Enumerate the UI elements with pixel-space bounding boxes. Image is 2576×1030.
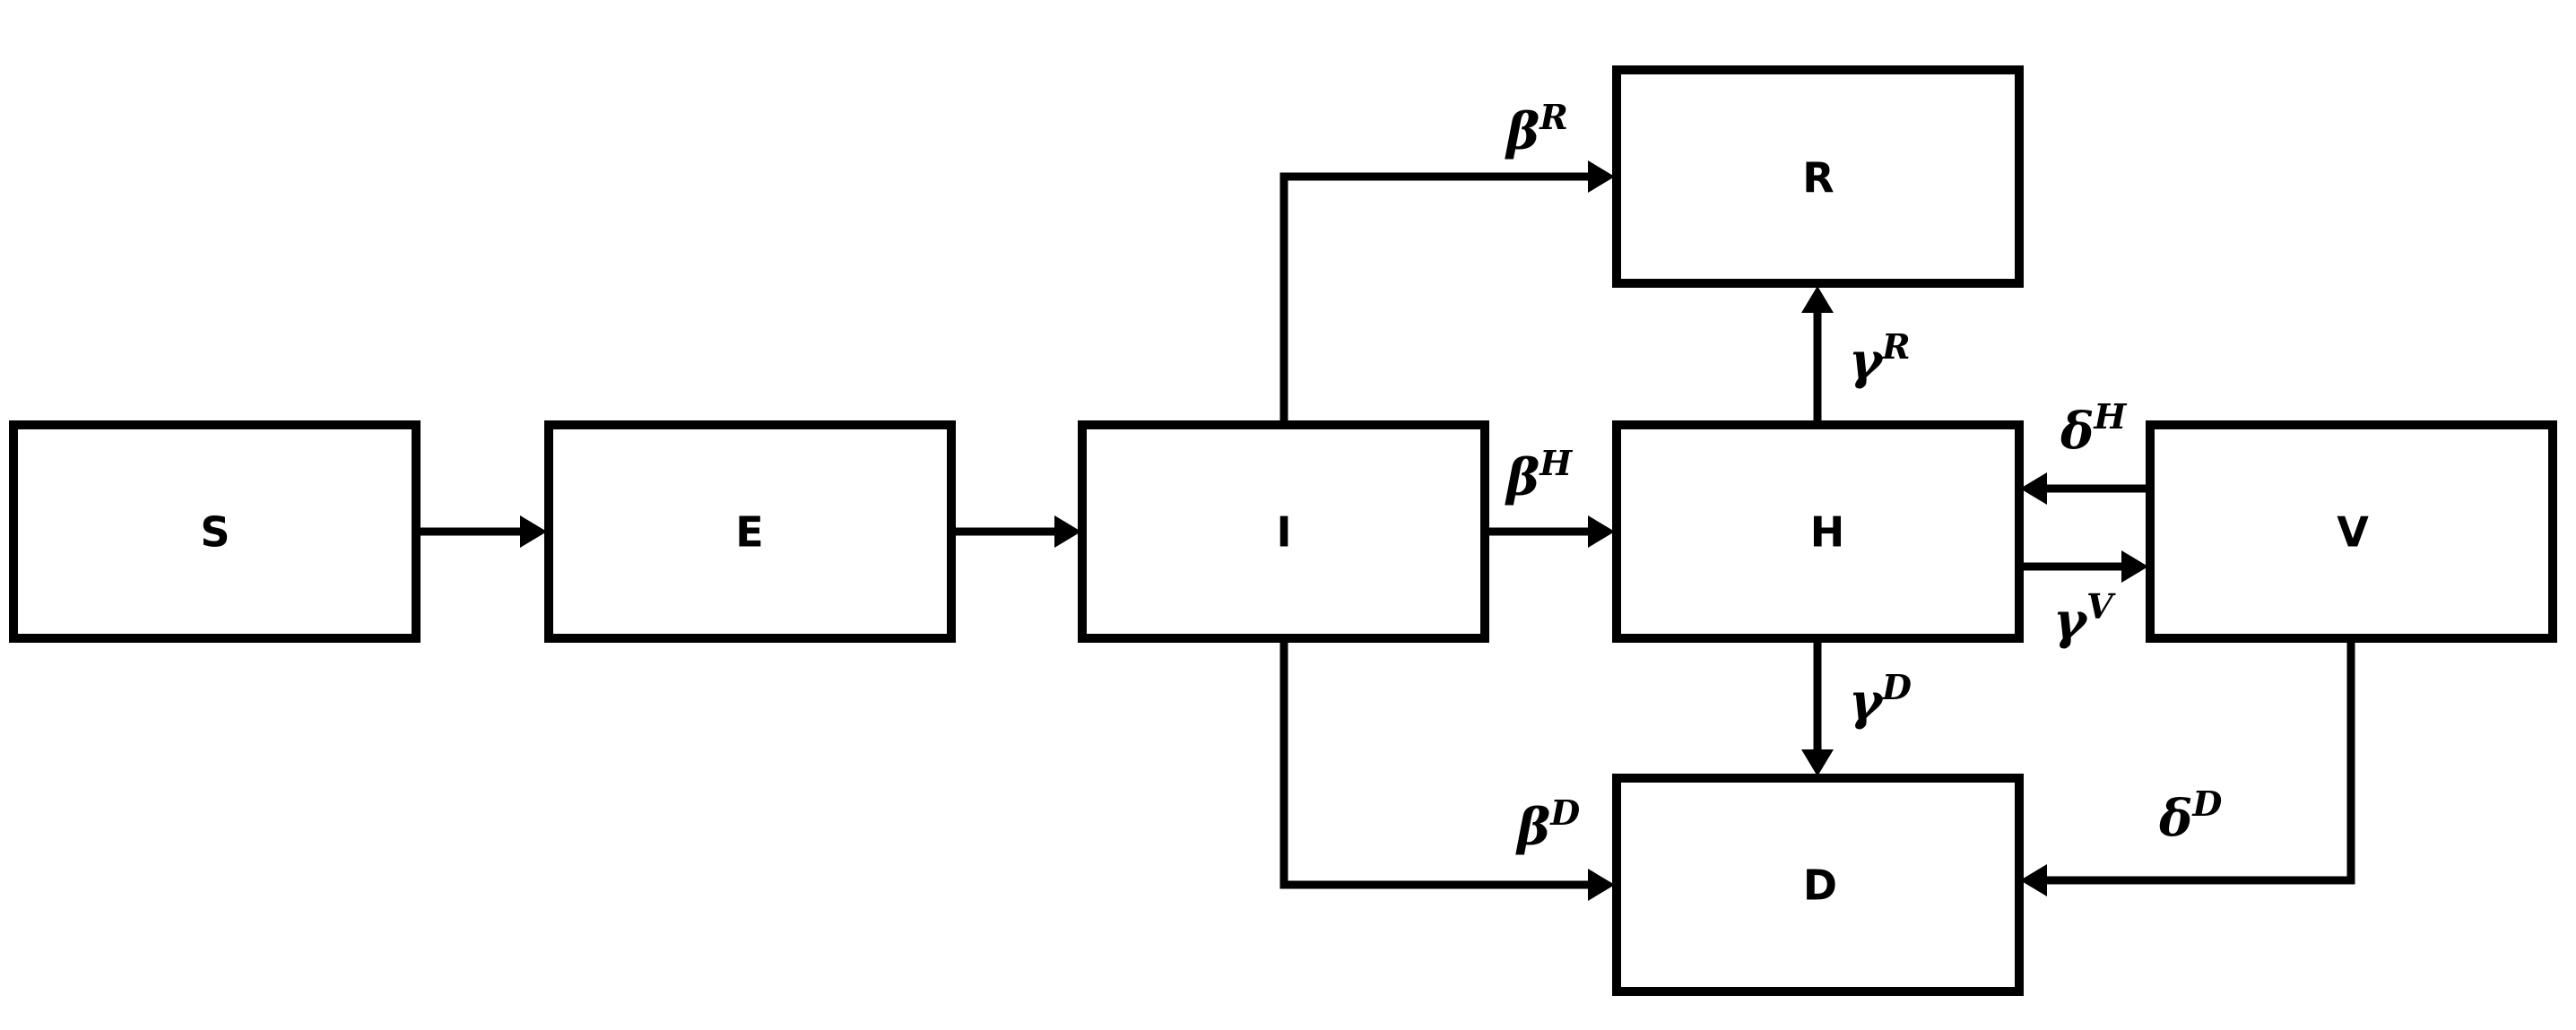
rate-gamma-d-sup: D [1881, 667, 1912, 707]
rate-beta-d-sup: D [1549, 792, 1580, 833]
rate-delta-d-symbol: δ [2158, 789, 2192, 848]
rate-gamma-d-symbol: γ [1849, 672, 1885, 731]
arrowhead-h-from-v [2020, 472, 2047, 505]
node-h-label: H [1810, 508, 1845, 557]
rate-delta-h-sup: H [2093, 396, 2127, 437]
rate-beta-r: βR [1505, 97, 1568, 161]
arrowhead-i [1054, 515, 1081, 548]
node-r-label: R [1802, 154, 1834, 203]
compartment-boxes [9, 65, 2557, 996]
arrowhead-d-from-i [1588, 869, 1615, 901]
arrowhead-h-from-i [1588, 515, 1615, 548]
arrowhead-r-from-h [1801, 286, 1834, 313]
rate-labels: βR βH βD γR γD γV δH δD [1505, 97, 2222, 857]
node-v-label: V [2337, 508, 2369, 557]
arrowhead-r-from-i [1588, 160, 1615, 193]
rate-delta-d-sup: D [2191, 783, 2222, 824]
node-s-box [9, 420, 421, 643]
node-r-box [1612, 65, 2024, 288]
edge-i-to-d [1279, 638, 1590, 889]
rate-beta-h-symbol: β [1505, 448, 1540, 507]
rate-gamma-v: γV [2053, 586, 2116, 651]
arrowhead-v-from-h [2121, 550, 2148, 583]
rate-gamma-v-sup: V [2086, 586, 2116, 627]
rate-beta-r-symbol: β [1505, 102, 1540, 161]
edge-i-to-r [1279, 172, 1590, 422]
rate-beta-h-sup: H [1539, 443, 1573, 483]
node-i-label: I [1276, 508, 1291, 557]
rate-delta-h: δH [2060, 396, 2127, 461]
node-h-box [1612, 420, 2024, 643]
rate-gamma-r-symbol: γ [1849, 332, 1885, 391]
node-v-box [2146, 420, 2557, 643]
rate-gamma-r: γR [1849, 326, 1911, 391]
rate-gamma-d: γD [1849, 667, 1912, 731]
node-s-label: S [200, 508, 230, 557]
node-e-box [544, 420, 956, 643]
rate-beta-d: βD [1515, 792, 1580, 857]
rate-gamma-v-symbol: γ [2053, 592, 2089, 651]
arrowhead-d-from-h [1801, 749, 1834, 776]
arrowhead-d-from-v [2020, 864, 2047, 896]
node-d-label: D [1803, 861, 1837, 910]
rate-gamma-r-sup: R [1881, 326, 1911, 367]
node-i-box [1078, 420, 1489, 643]
edge-v-to-d [2045, 638, 2355, 885]
arrowhead-e [520, 515, 547, 548]
node-d-box [1612, 774, 2024, 996]
rate-beta-h: βH [1505, 443, 1573, 507]
rate-delta-d: δD [2158, 783, 2222, 848]
rate-beta-d-symbol: β [1515, 798, 1550, 857]
node-e-label: E [735, 508, 763, 557]
connectors [419, 160, 2355, 901]
rate-delta-h-symbol: δ [2060, 402, 2094, 461]
rate-beta-r-sup: R [1539, 97, 1568, 137]
compartment-labels: S E I H R D V [200, 154, 2369, 910]
